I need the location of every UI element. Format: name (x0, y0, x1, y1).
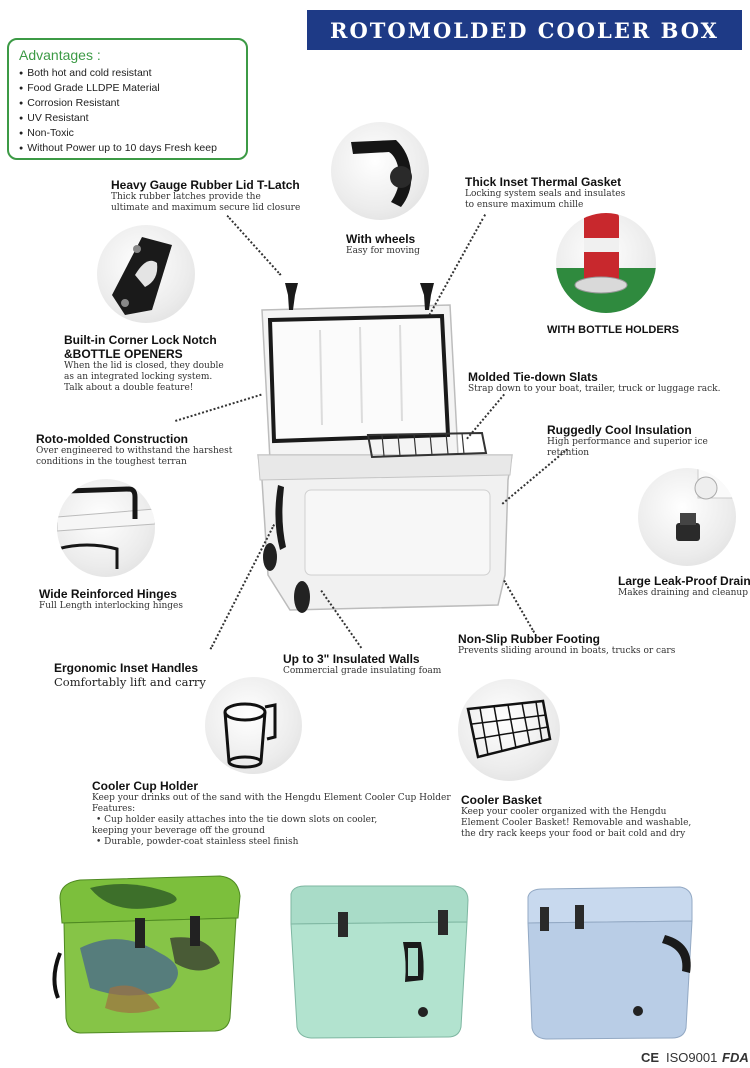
feature-desc: Keep your drinks out of the sand with th… (92, 793, 451, 803)
leader-line (226, 215, 282, 276)
advantages-box: Advantages : Both hot and cold resistant… (7, 38, 248, 160)
blue-cooler-image (527, 886, 693, 1040)
feature-desc: Easy for moving (346, 246, 420, 256)
main-cooler-image (257, 283, 513, 613)
feature-title: Non-Slip Rubber Footing (458, 632, 600, 646)
feature-desc: Prevents sliding around in boats, trucks… (458, 646, 676, 656)
feature-desc: Element Cooler Basket! Removable and was… (461, 818, 692, 828)
latch-icon (351, 140, 412, 207)
t-latch-detail-circle (331, 122, 429, 220)
feature-title: Heavy Gauge Rubber Lid T-Latch (111, 178, 300, 192)
feature-desc: as an integrated locking system. (64, 372, 213, 382)
drain-detail-circle (638, 468, 736, 566)
lock-notch-detail-circle (97, 225, 195, 323)
feature-hinges: Wide Reinforced Hinges Full Length inter… (39, 587, 183, 612)
feature-footing: Non-Slip Rubber Footing Prevents sliding… (458, 632, 675, 657)
feature-bottle-holders: WITH BOTTLE HOLDERS (547, 323, 679, 337)
feature-desc: the dry rack keeps your food or bait col… (461, 829, 686, 839)
feature-desc: Thick rubber latches provide the (111, 192, 261, 202)
feature-desc: keeping your beverage off the ground (92, 826, 265, 836)
fda-mark: FDA (722, 1050, 749, 1065)
feature-desc: Talk about a double feature! (64, 383, 194, 393)
feature-title: Built-in Corner Lock Notch (64, 333, 217, 347)
feature-cup-holder: Cooler Cup Holder Keep your drinks out o… (92, 779, 451, 848)
basket-detail-circle (458, 679, 560, 781)
advantages-list: Both hot and cold resistant Food Grade L… (19, 66, 236, 156)
feature-title: Ergonomic Inset Handles (54, 661, 199, 675)
bottle-holder-detail-circle (556, 213, 656, 313)
drain-plug-icon (676, 468, 736, 541)
feature-desc: ultimate and maximum secure lid closure (111, 203, 301, 213)
feature-desc: Comfortably lift and carry (54, 675, 206, 689)
feature-desc: Makes draining and cleanup ea (618, 588, 750, 598)
feature-insulation: Ruggedly Cool Insulation High performanc… (547, 423, 750, 459)
hinge-detail-circle (57, 479, 155, 577)
feature-desc: Locking system seals and insulates (465, 189, 626, 199)
feature-title: WITH BOTTLE HOLDERS (547, 324, 679, 336)
feature-title: &BOTTLE OPENERS (64, 347, 183, 361)
feature-walls: Up to 3" Insulated Walls Commercial grad… (283, 652, 441, 677)
feature-title: Roto-molded Construction (36, 432, 188, 446)
bottle-holder-icon (556, 213, 656, 313)
feature-desc: Commercial grade insulating foam (283, 666, 442, 676)
iso-mark: ISO9001 (666, 1050, 718, 1065)
feature-lock-notch: Built-in Corner Lock Notch &BOTTLE OPENE… (64, 333, 224, 394)
advantage-item: Corrosion Resistant (19, 96, 236, 111)
advantage-item: UV Resistant (19, 111, 236, 126)
feature-basket: Cooler Basket Keep your cooler organized… (461, 793, 691, 840)
feature-handles: Ergonomic Inset Handles Comfortably lift… (54, 661, 206, 689)
feature-desc: conditions in the toughest terran (36, 457, 187, 467)
feature-desc: Strap down to your boat, trailer, truck … (468, 384, 721, 394)
feature-desc: Over engineered to withstand the harshes… (36, 446, 233, 456)
feature-desc: When the lid is closed, they double (64, 361, 224, 371)
advantage-item: Both hot and cold resistant (19, 66, 236, 81)
page-title: ROTOMOLDED COOLER BOX (330, 17, 719, 43)
camo-cooler-image (52, 875, 241, 1034)
feature-roto-molded: Roto-molded Construction Over engineered… (36, 432, 232, 468)
cup-holder-icon (223, 702, 277, 769)
feature-desc: High performance and superior ice retent… (547, 437, 708, 458)
feature-desc: Features: (92, 804, 136, 814)
advantage-item: Without Power up to 10 days Fresh keep (19, 141, 236, 156)
mint-cooler-image (290, 885, 469, 1039)
feature-desc: • Cup holder easily attaches into the ti… (96, 815, 378, 825)
advantage-item: Non-Toxic (19, 126, 236, 141)
feature-title: Molded Tie-down Slats (468, 370, 598, 384)
feature-wheels: With wheels Easy for moving (346, 232, 420, 257)
feature-title: Ruggedly Cool Insulation (547, 423, 692, 437)
bottle-opener-icon (112, 237, 172, 315)
advantage-item: Food Grade LLDPE Material (19, 81, 236, 96)
feature-title: Up to 3" Insulated Walls (283, 652, 420, 666)
feature-desc: Keep your cooler organized with the Heng… (461, 807, 667, 817)
hinge-icon (57, 486, 155, 569)
feature-tie-down: Molded Tie-down Slats Strap down to your… (468, 370, 720, 395)
feature-t-latch: Heavy Gauge Rubber Lid T-Latch Thick rub… (111, 178, 300, 214)
feature-title: Wide Reinforced Hinges (39, 587, 177, 601)
page-title-banner: ROTOMOLDED COOLER BOX (307, 10, 742, 50)
feature-title: Cooler Cup Holder (92, 779, 199, 793)
feature-title: Cooler Basket (461, 793, 542, 807)
leader-line (175, 393, 262, 422)
feature-gasket: Thick Inset Thermal Gasket Locking syste… (465, 175, 625, 211)
cup-holder-detail-circle (205, 677, 302, 774)
feature-desc: to ensure maximum chille (465, 200, 584, 210)
advantages-title: Advantages : (19, 47, 101, 63)
feature-title: Thick Inset Thermal Gasket (465, 175, 622, 189)
feature-title: Large Leak-Proof Drain (618, 574, 750, 588)
basket-icon (466, 699, 552, 759)
feature-title: With wheels (346, 232, 416, 246)
feature-drain: Large Leak-Proof Drain Makes draining an… (618, 574, 750, 599)
feature-desc: • Durable, powder-coat stainless steel f… (96, 837, 299, 847)
feature-desc: Full Length interlocking hinges (39, 601, 183, 611)
ce-mark: CE (641, 1050, 660, 1065)
